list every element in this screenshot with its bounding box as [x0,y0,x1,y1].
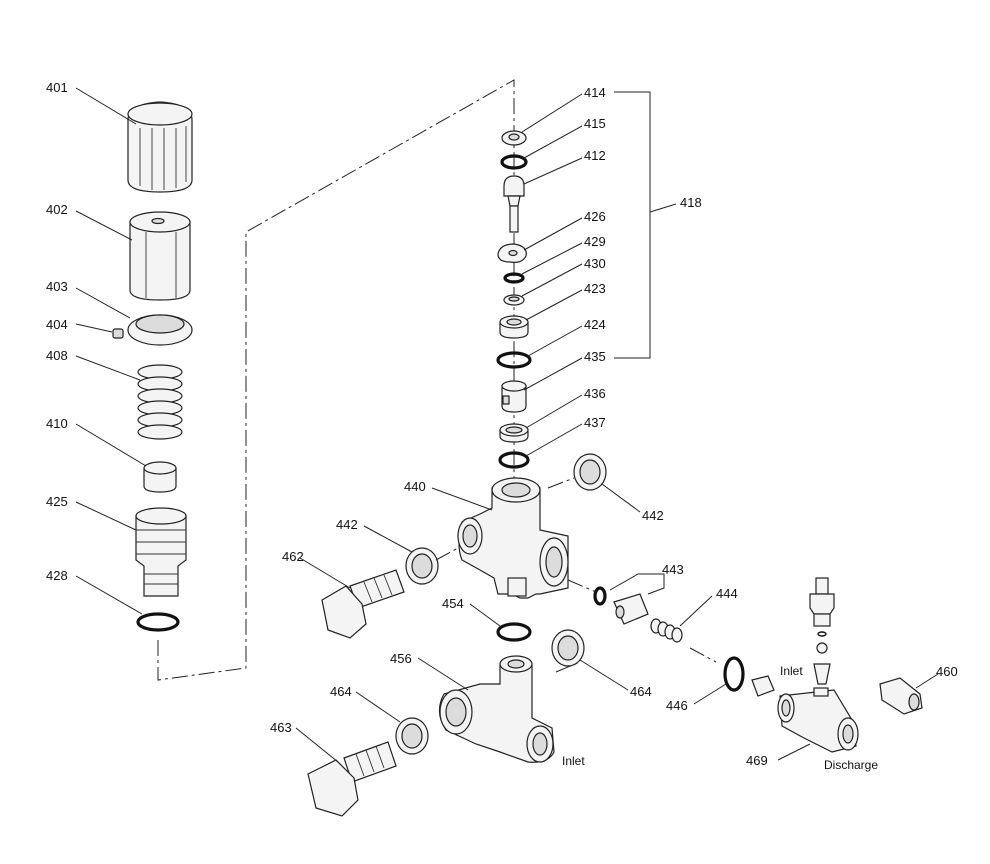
part-414-seat [501,130,527,146]
callout-463: 463 [270,720,292,735]
callout-464-right: 464 [630,684,652,699]
callout-401: 401 [46,80,68,95]
part-429-o-ring [503,272,525,284]
callout-424: 424 [584,317,606,332]
part-442-gasket-lower [405,547,439,585]
callout-labels: 401 402 403 404 408 410 425 428 414 415 … [46,80,958,772]
part-423-backup-ring [499,315,529,339]
part-404-set-screw [112,328,124,339]
part-415-o-ring [500,154,528,170]
callout-428: 428 [46,568,68,583]
part-small-ball [816,642,828,654]
part-462-banjo-bolt [321,569,405,639]
callout-408: 408 [46,348,68,363]
callout-426: 426 [584,209,606,224]
annotation-inlet-right: Inlet [780,664,803,678]
part-442-gasket-upper [573,453,607,491]
callout-415: 415 [584,116,606,131]
callout-410: 410 [46,416,68,431]
part-443-o-ring [593,586,607,606]
callout-436: 436 [584,386,606,401]
callout-442-upper: 442 [642,508,664,523]
part-437-o-ring [498,451,530,469]
part-403-ring-nut [127,314,193,346]
callout-469: 469 [746,753,768,768]
part-463-banjo-bolt [307,741,397,817]
callout-404: 404 [46,317,68,332]
part-402-housing [129,211,191,301]
callout-456: 456 [390,651,412,666]
part-469-unloader-body [777,687,859,753]
part-440-valve-body [457,477,569,599]
part-408-spring [137,364,183,440]
part-top-fitting [809,577,835,627]
callout-414: 414 [584,85,606,100]
part-inlet-check [751,675,775,697]
callout-437: 437 [584,415,606,430]
part-443-check-valve [613,593,649,625]
callout-446: 446 [666,698,688,713]
part-436-seat [499,423,529,443]
leader-lines [75,87,939,763]
part-401-knob [127,101,193,193]
annotation-inlet-lower: Inlet [562,754,585,768]
part-460-nipple [879,677,923,715]
callout-412: 412 [584,148,606,163]
part-454-o-ring [496,622,532,642]
part-428-o-ring [136,612,180,632]
callout-402: 402 [46,202,68,217]
callout-464-left: 464 [330,684,352,699]
callout-440: 440 [404,479,426,494]
callout-429: 429 [584,234,606,249]
part-435-cartridge [501,380,527,413]
part-410-spring-seat [143,461,177,493]
callout-442-lower: 442 [336,517,358,532]
part-456-inlet-body [438,655,555,763]
part-464-gasket-left [395,717,429,755]
part-small-ring [817,631,827,637]
callout-462: 462 [282,549,304,564]
part-small-spring [813,663,831,685]
annotation-discharge: Discharge [824,758,878,772]
part-425-adjuster [135,507,187,597]
part-412-valve-stem [503,175,525,233]
callout-443: 443 [662,562,684,577]
callout-435: 435 [584,349,606,364]
callout-444: 444 [716,586,738,601]
callout-403: 403 [46,279,68,294]
part-430-seal [503,294,525,306]
callout-418: 418 [680,195,702,210]
callout-454: 454 [442,596,464,611]
part-424-o-ring [496,351,532,369]
part-464-gasket-right [551,629,585,667]
callout-430: 430 [584,256,606,271]
assembly-center-line [157,79,515,681]
callout-423: 423 [584,281,606,296]
part-446-o-ring [723,656,745,692]
part-444-spring [650,618,683,643]
callout-425: 425 [46,494,68,509]
callout-460: 460 [936,664,958,679]
part-426-washer [497,243,527,263]
